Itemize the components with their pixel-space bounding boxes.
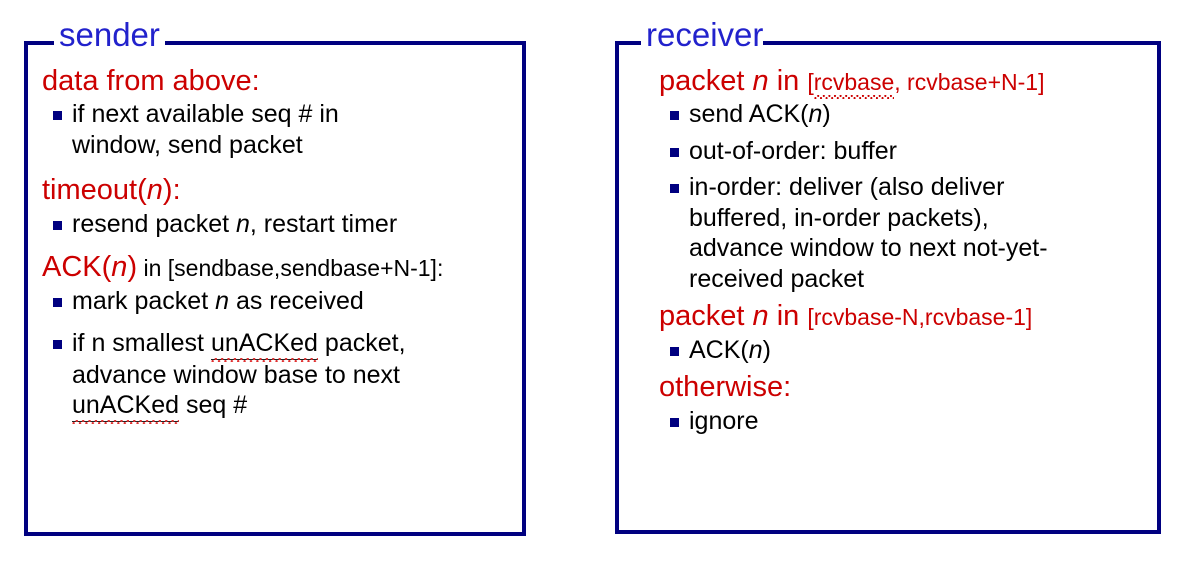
sender-bullets-ack: mark packet n as received if n smallest … <box>42 286 512 424</box>
var-n: n <box>748 335 763 364</box>
list-item: mark packet n as received <box>42 286 512 317</box>
sender-heading-timeout: timeout(n): <box>42 174 512 206</box>
spellcheck-word-unacked: unACKed <box>210 328 318 362</box>
sender-heading-data-from-above-text: data from above: <box>42 65 260 97</box>
sender-panel-legend: sender <box>54 18 165 51</box>
receiver-heading-packet-in: in <box>768 65 808 97</box>
sender-heading-ack: ACK(n) in [sendbase,sendbase+N-1]: <box>42 251 512 283</box>
sender-heading-ack-range: in [sendbase,sendbase+N-1]: <box>137 255 444 282</box>
var-n: n <box>808 100 823 129</box>
list-item: out-of-order: buffer <box>659 136 1147 167</box>
receiver-heading-otherwise: otherwise: <box>659 371 1147 403</box>
sender-heading-ack-text: ACK( <box>42 251 112 284</box>
receiver-bullets-below-window: ACK(n) <box>659 335 1147 366</box>
receiver-panel-body: packet n in [rcvbase, rcvbase+N-1] send … <box>619 45 1157 530</box>
list-item: resend packet n, restart timer <box>42 209 512 240</box>
sender-panel: sender data from above: if next availabl… <box>24 18 526 536</box>
receiver-heading-packet-below-window: packet n in [rcvbase-N,rcvbase-1] <box>659 300 1147 332</box>
list-item: if n smallest unACKed packet,advance win… <box>42 328 512 424</box>
receiver-heading-otherwise-text: otherwise: <box>659 371 792 404</box>
receiver-heading-packet2-var: n <box>752 300 769 333</box>
receiver-bullets-in-window: send ACK(n) out-of-order: buffer in-orde… <box>659 99 1147 294</box>
sender-heading-timeout-close: ): <box>162 174 181 207</box>
receiver-heading-packet2-range: [rcvbase-N,rcvbase-1] <box>807 304 1033 331</box>
receiver-heading-packet-range: [rcvbase, rcvbase+N-1] <box>807 69 1045 99</box>
sender-heading-timeout-text: timeout( <box>42 174 147 207</box>
sender-bullets-timeout: resend packet n, restart timer <box>42 209 512 240</box>
receiver-panel: receiver packet n in [rcvbase, rcvbase+N… <box>615 18 1161 534</box>
receiver-panel-legend: receiver <box>641 18 764 51</box>
list-item: ACK(n) <box>659 335 1147 366</box>
var-n: n <box>215 286 230 315</box>
receiver-heading-packet2-text: packet <box>659 300 753 333</box>
sender-heading-ack-close: ) <box>127 251 138 284</box>
receiver-heading-packet2-in: in <box>768 300 808 333</box>
receiver-heading-packet-var: n <box>752 65 769 97</box>
list-item: ignore <box>659 406 1147 437</box>
receiver-heading-packet-text: packet <box>659 65 753 97</box>
sender-heading-ack-var: n <box>111 251 128 284</box>
sender-heading-timeout-var: n <box>146 174 163 207</box>
spellcheck-word-unacked: unACKed <box>72 390 180 424</box>
receiver-bullets-otherwise: ignore <box>659 406 1147 437</box>
receiver-heading-packet-in-window: packet n in [rcvbase, rcvbase+N-1] <box>659 65 1147 99</box>
var-n: n <box>236 209 250 238</box>
sender-panel-body: data from above: if next available seq #… <box>28 45 522 532</box>
list-item: send ACK(n) <box>659 99 1147 130</box>
spellcheck-word-rcvbase: rcvbase <box>813 69 895 99</box>
sender-heading-data-from-above: data from above: <box>42 65 512 97</box>
